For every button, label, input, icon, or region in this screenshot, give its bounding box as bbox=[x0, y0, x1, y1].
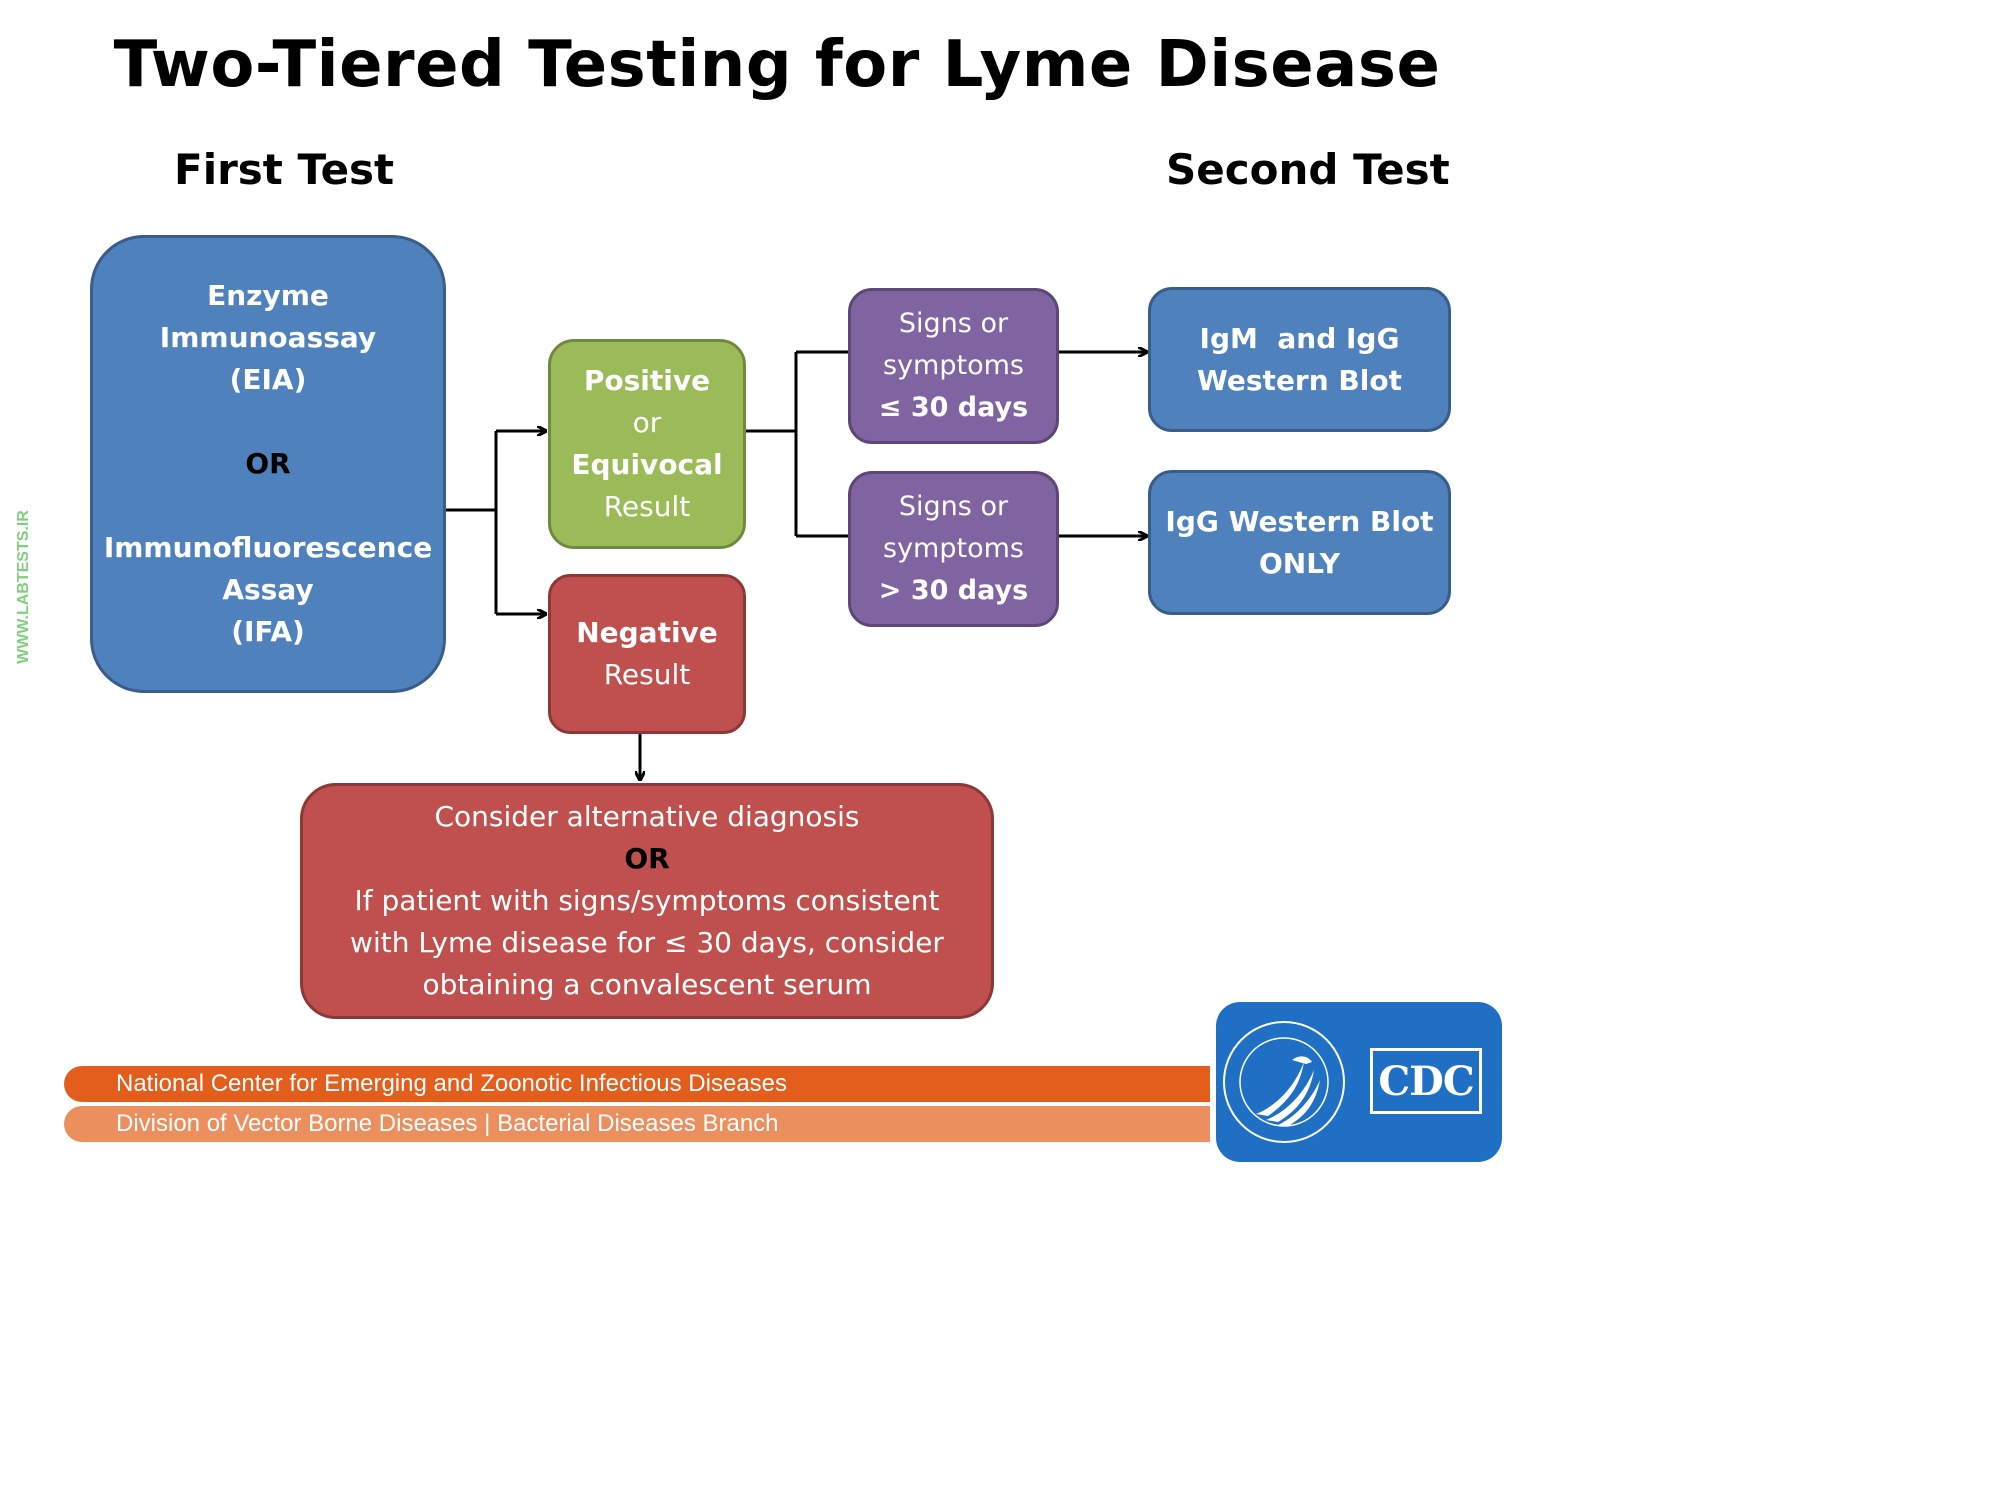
first-test-or: OR bbox=[245, 447, 291, 480]
alternative-line-1: Consider alternative diagnosis bbox=[434, 800, 860, 833]
negative-line-1: Negative bbox=[576, 616, 718, 649]
signs-short-line-3: ≤ 30 days bbox=[878, 392, 1029, 423]
signs-short-line-1: Signs or bbox=[898, 308, 1009, 339]
alternative-line-3: If patient with signs/symptoms consisten… bbox=[354, 884, 940, 917]
igm-igg-western-blot-box: IgM and IgG Western Blot bbox=[1148, 287, 1451, 432]
signs-long-line-1: Signs or bbox=[898, 491, 1009, 522]
igg-western-blot-only-box: IgG Western Blot ONLY bbox=[1148, 470, 1451, 615]
cdc-wordmark: CDC bbox=[1370, 1048, 1482, 1114]
signs-30-days-or-less-box: Signs or symptoms ≤ 30 days bbox=[848, 288, 1059, 444]
igg-only-line-1: IgG Western Blot bbox=[1165, 504, 1434, 538]
igm-igg-line-2: Western Blot bbox=[1197, 363, 1402, 397]
first-test-box: Enzyme Immunoassay (EIA) OR Immunofluore… bbox=[90, 235, 446, 693]
signs-long-line-2: symptoms bbox=[883, 533, 1024, 564]
positive-line-3: Equivocal bbox=[571, 448, 723, 481]
positive-line-2: or bbox=[632, 406, 662, 439]
igm-igg-line-1: IgM and IgG bbox=[1199, 321, 1400, 355]
positive-line-1: Positive bbox=[583, 364, 711, 397]
connector-arrows bbox=[446, 0, 1554, 1166]
signs-long-line-3: > 30 days bbox=[878, 575, 1029, 606]
footer-division-name: Division of Vector Borne Diseases | Bact… bbox=[64, 1106, 1210, 1142]
ifa-line-2: Assay bbox=[222, 573, 314, 606]
eia-line-3: (EIA) bbox=[229, 363, 307, 396]
signs-over-30-days-box: Signs or symptoms > 30 days bbox=[848, 471, 1059, 627]
hhs-seal-icon bbox=[1223, 1021, 1345, 1143]
page-title: Two-Tiered Testing for Lyme Disease bbox=[113, 28, 1441, 102]
negative-result-box: Negative Result bbox=[548, 574, 746, 734]
first-test-heading: First Test bbox=[174, 145, 395, 194]
second-test-heading: Second Test bbox=[1166, 145, 1450, 194]
eia-line-1: Enzyme bbox=[207, 279, 329, 312]
ifa-line-1: Immunofluorescence bbox=[103, 531, 433, 564]
igg-only-line-2: ONLY bbox=[1259, 546, 1340, 580]
alternative-or: OR bbox=[624, 842, 670, 875]
alternative-line-4: with Lyme disease for ≤ 30 days, conside… bbox=[350, 926, 944, 959]
signs-short-line-2: symptoms bbox=[883, 350, 1024, 381]
eia-line-2: Immunoassay bbox=[159, 321, 377, 354]
cdc-hhs-logo: CDC bbox=[1216, 1002, 1502, 1162]
positive-result-box: Positive or Equivocal Result bbox=[548, 339, 746, 549]
cdc-text: CDC bbox=[1378, 1057, 1474, 1105]
alternative-line-5: obtaining a convalescent serum bbox=[422, 968, 872, 1001]
ifa-line-3: (IFA) bbox=[231, 615, 305, 648]
negative-line-2: Result bbox=[603, 658, 691, 691]
footer-center-name: National Center for Emerging and Zoonoti… bbox=[64, 1066, 1210, 1102]
positive-line-4: Result bbox=[603, 490, 691, 523]
alternative-diagnosis-box: Consider alternative diagnosis OR If pat… bbox=[300, 783, 994, 1019]
